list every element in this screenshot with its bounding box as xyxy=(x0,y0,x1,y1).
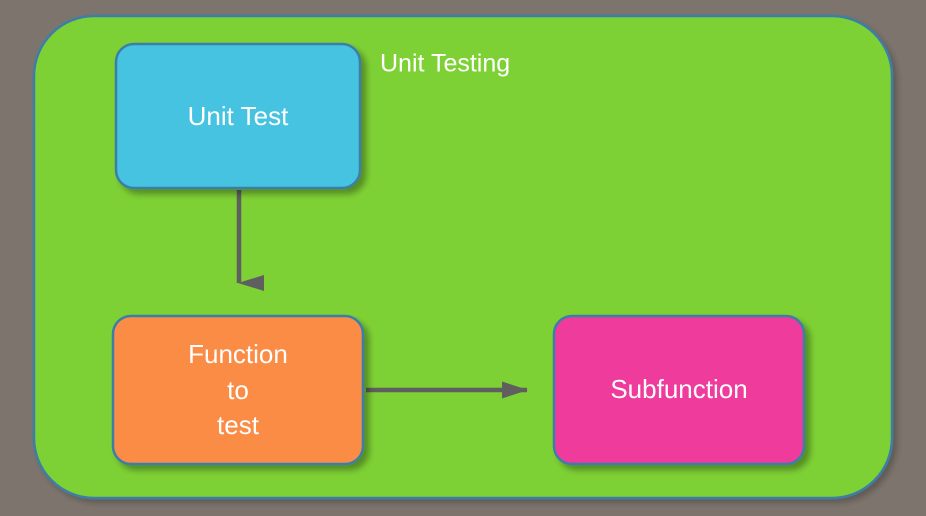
node-subfunction-rect xyxy=(552,314,806,466)
node-function-to-test-rect xyxy=(111,314,365,466)
node-unit-test[interactable]: Unit Test xyxy=(114,42,362,190)
group-title-label: Unit Testing xyxy=(380,50,510,78)
node-unit-test-rect xyxy=(114,42,362,190)
node-function-to-test-label-line2: to xyxy=(227,375,249,405)
node-function-to-test[interactable]: Function to test xyxy=(111,314,365,466)
node-function-to-test-label-line3: test xyxy=(217,410,260,440)
node-subfunction-label: Subfunction xyxy=(610,374,747,404)
node-subfunction[interactable]: Subfunction xyxy=(552,314,806,466)
node-unit-test-label: Unit Test xyxy=(188,101,289,131)
node-function-to-test-label-line1: Function xyxy=(188,339,288,369)
